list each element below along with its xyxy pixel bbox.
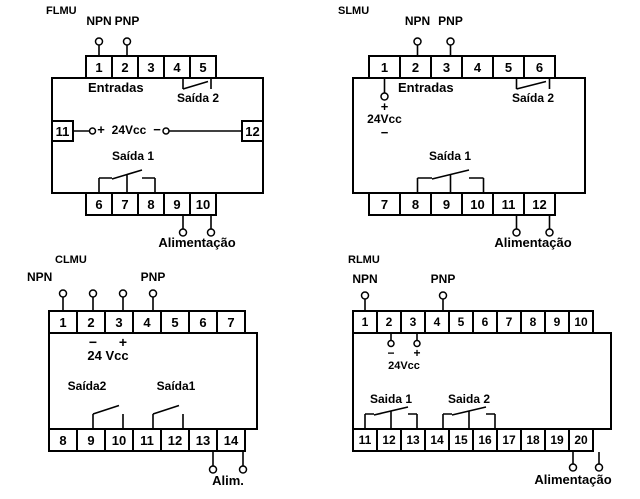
terminal-box: 4: [424, 310, 450, 334]
terminal-box: 16: [472, 428, 498, 452]
terminal-box: 6: [523, 55, 556, 79]
entradas-label: Entradas: [88, 80, 144, 95]
plus-label: +: [118, 334, 128, 350]
terminal-box: 8: [520, 310, 546, 334]
pnp-label: PNP: [114, 14, 140, 28]
terminal-box: 3: [400, 310, 426, 334]
minus-label: −: [88, 334, 98, 350]
terminal-box: 2: [376, 310, 402, 334]
terminal-box: 11: [492, 192, 525, 216]
terminal-box: 8: [137, 192, 165, 216]
terminal-box: 5: [189, 55, 217, 79]
terminal-box: 18: [520, 428, 546, 452]
terminal-box: 2: [399, 55, 432, 79]
terminal-box: 1: [352, 310, 378, 334]
npn-label: NPN: [27, 270, 53, 284]
terminal-box: 12: [376, 428, 402, 452]
terminal-box: 6: [472, 310, 498, 334]
terminal-box: 9: [544, 310, 570, 334]
slmu-title: SLMU: [338, 5, 370, 17]
terminal-box: 17: [496, 428, 522, 452]
npn-label: NPN: [404, 14, 431, 28]
terminal-box: 4: [461, 55, 494, 79]
plus-label: +: [413, 346, 421, 360]
alimentacao-label: Alimentação: [494, 235, 572, 250]
terminal-box: 10: [189, 192, 217, 216]
24vcc-label: 24Vcc: [111, 123, 147, 137]
saida2-label: Saída2: [67, 379, 107, 393]
pnp-label: PNP: [430, 272, 456, 286]
clmu-title: CLMU: [55, 254, 87, 266]
terminal-box: 7: [216, 310, 246, 334]
minus-label: −: [153, 122, 161, 137]
terminal-box: 14: [424, 428, 450, 452]
alimentacao-label: Alimentação: [534, 472, 612, 487]
saida1-label: Saida 1: [369, 392, 413, 406]
saida1-label: Saída1: [156, 379, 196, 393]
terminal-box: 2: [76, 310, 106, 334]
terminal-box: 6: [85, 192, 113, 216]
pnp-label: PNP: [438, 14, 463, 28]
entradas-label: Entradas: [398, 80, 454, 95]
terminal-box: 20: [568, 428, 594, 452]
flmu-title: FLMU: [46, 5, 77, 17]
saida2-label: Saída 2: [511, 91, 555, 105]
terminal-box: 12: [523, 192, 556, 216]
terminal-box: 7: [368, 192, 401, 216]
terminal-box: 10: [568, 310, 594, 334]
pnp-label: PNP: [140, 270, 166, 284]
rlmu-title: RLMU: [348, 254, 380, 266]
terminal-box: 13: [400, 428, 426, 452]
alim-label: Alim.: [212, 473, 244, 488]
flmu-body: [51, 77, 264, 194]
24vcc-label: 24Vcc: [367, 112, 402, 126]
terminal-box: 5: [448, 310, 474, 334]
saida2-label: Saida 2: [447, 392, 491, 406]
minus-label: −: [387, 346, 395, 360]
terminal-box: 11: [352, 428, 378, 452]
24vcc-label: 24Vcc: [388, 360, 420, 372]
terminal-box: 5: [492, 55, 525, 79]
terminal-box: 15: [448, 428, 474, 452]
npn-label: NPN: [86, 14, 112, 28]
alimentacao-label: Alimentação: [158, 235, 236, 250]
terminal-box: 3: [137, 55, 165, 79]
terminal-box: 1: [368, 55, 401, 79]
saida1-label: Saída 1: [428, 149, 472, 163]
terminal-box: 9: [430, 192, 463, 216]
npn-label: NPN: [352, 272, 378, 286]
terminal-box: 19: [544, 428, 570, 452]
terminal-box: 12: [160, 428, 190, 452]
24vcc-label: 24 Vcc: [87, 348, 129, 363]
terminal-12-box: 12: [241, 120, 264, 142]
plus-label: +: [97, 122, 105, 137]
terminal-11-box: 11: [51, 120, 74, 142]
saida2-label: Saída 2: [176, 91, 220, 105]
minus-label: −: [380, 125, 389, 140]
terminal-box: 14: [216, 428, 246, 452]
plus-label: +: [380, 99, 389, 114]
terminal-box: 7: [496, 310, 522, 334]
terminal-box: 4: [132, 310, 162, 334]
saida1-label: Saída 1: [111, 149, 155, 163]
